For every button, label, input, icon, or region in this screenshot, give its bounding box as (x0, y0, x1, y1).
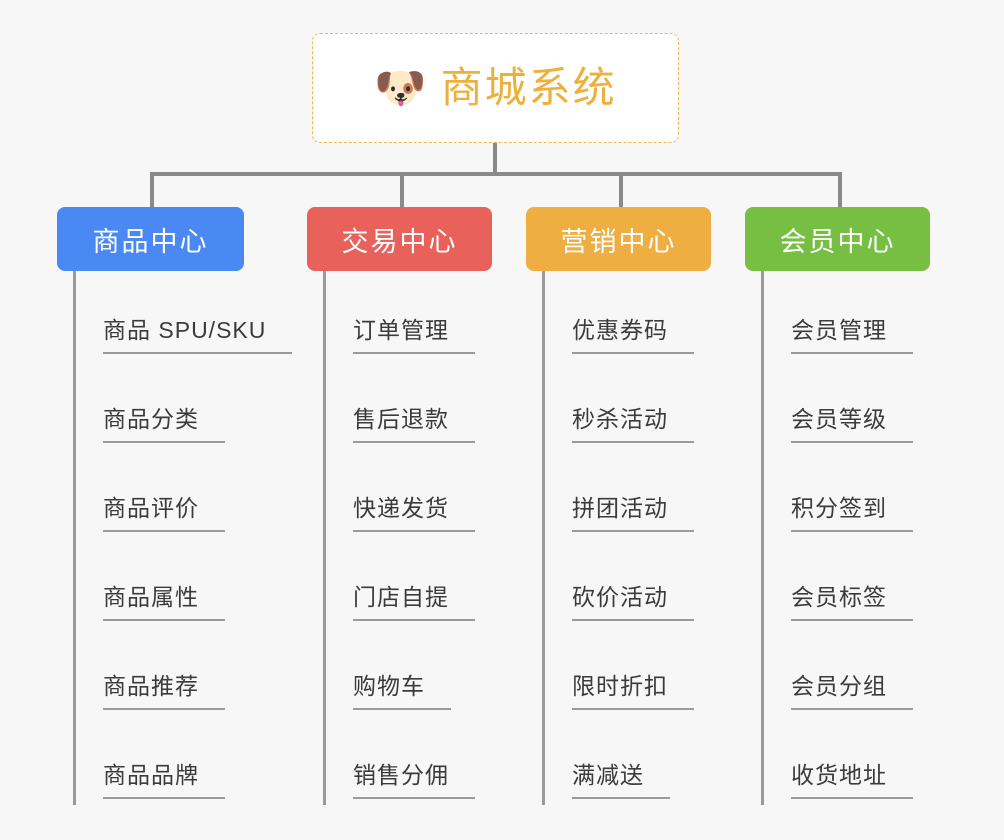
leaf-item[interactable]: 砍价活动 (542, 538, 711, 627)
branch-stem-1 (150, 172, 154, 207)
leaf-item[interactable]: 购物车 (323, 627, 492, 716)
leaf-item[interactable]: 商品 SPU/SKU (73, 271, 293, 360)
category-label: 交易中心 (341, 226, 458, 257)
leaf-list-2: 订单管理售后退款快递发货门店自提购物车销售分佣 (323, 271, 492, 805)
category-label: 营销中心 (560, 226, 677, 257)
leaf-label: 购物车 (353, 667, 451, 710)
root-title: 商城系统 (440, 64, 617, 111)
leaf-label: 快递发货 (353, 489, 475, 532)
leaf-label: 商品属性 (103, 578, 225, 621)
leaf-label: 销售分佣 (353, 756, 475, 799)
trunk-horizontal-connector (150, 172, 840, 176)
leaf-item[interactable]: 快递发货 (323, 449, 492, 538)
leaf-item[interactable]: 门店自提 (323, 538, 492, 627)
leaf-item[interactable]: 会员管理 (761, 271, 930, 360)
leaf-spine-connector (542, 271, 545, 805)
leaf-item[interactable]: 限时折扣 (542, 627, 711, 716)
leaf-label: 订单管理 (353, 311, 475, 354)
leaf-item[interactable]: 秒杀活动 (542, 360, 711, 449)
leaf-label: 商品评价 (103, 489, 225, 532)
leaf-item[interactable]: 满减送 (542, 716, 711, 805)
leaf-label: 会员管理 (791, 311, 913, 354)
leaf-spine-connector (73, 271, 76, 805)
leaf-label: 满减送 (572, 756, 670, 799)
leaf-label: 会员分组 (791, 667, 913, 710)
leaf-label: 会员标签 (791, 578, 913, 621)
leaf-label: 限时折扣 (572, 667, 694, 710)
leaf-spine-connector (323, 271, 326, 805)
leaf-item[interactable]: 商品分类 (73, 360, 244, 449)
leaf-label: 砍价活动 (572, 578, 694, 621)
leaf-label: 拼团活动 (572, 489, 694, 532)
leaf-label: 门店自提 (353, 578, 475, 621)
category-box-3[interactable]: 营销中心 (526, 207, 711, 271)
branch-column-1: 商品中心商品 SPU/SKU 商品分类商品评价商品属性商品推荐商品品牌 (57, 207, 293, 805)
leaf-item[interactable]: 售后退款 (323, 360, 492, 449)
branch-column-4: 会员中心会员管理会员等级积分签到会员标签会员分组收货地址 (745, 207, 930, 805)
leaf-label: 商品 SPU/SKU (103, 311, 293, 354)
category-label: 会员中心 (779, 226, 896, 257)
leaf-label: 积分签到 (791, 489, 913, 532)
branch-stem-2 (400, 172, 404, 207)
leaf-label: 会员等级 (791, 400, 913, 443)
branch-column-3: 营销中心优惠券码秒杀活动拼团活动砍价活动限时折扣满减送 (526, 207, 711, 805)
trunk-vertical-connector (493, 143, 497, 175)
leaf-label: 售后退款 (353, 400, 475, 443)
leaf-item[interactable]: 会员标签 (761, 538, 930, 627)
leaf-item[interactable]: 优惠券码 (542, 271, 711, 360)
category-box-4[interactable]: 会员中心 (745, 207, 930, 271)
category-label: 商品中心 (92, 226, 209, 257)
branch-stem-4 (838, 172, 842, 207)
leaf-spine-connector (761, 271, 764, 805)
leaf-list-1: 商品 SPU/SKU 商品分类商品评价商品属性商品推荐商品品牌 (73, 271, 293, 805)
leaf-item[interactable]: 积分签到 (761, 449, 930, 538)
leaf-item[interactable]: 会员等级 (761, 360, 930, 449)
leaf-label: 秒杀活动 (572, 400, 694, 443)
leaf-label: 商品品牌 (103, 756, 225, 799)
leaf-label: 商品分类 (103, 400, 225, 443)
leaf-item[interactable]: 会员分组 (761, 627, 930, 716)
leaf-item[interactable]: 商品属性 (73, 538, 244, 627)
leaf-label: 收货地址 (791, 756, 913, 799)
category-box-1[interactable]: 商品中心 (57, 207, 244, 271)
leaf-item[interactable]: 商品品牌 (73, 716, 244, 805)
root-node[interactable]: 🐶 商城系统 (312, 33, 679, 143)
leaf-list-3: 优惠券码秒杀活动拼团活动砍价活动限时折扣满减送 (542, 271, 711, 805)
category-box-2[interactable]: 交易中心 (307, 207, 492, 271)
leaf-item[interactable]: 商品推荐 (73, 627, 244, 716)
leaf-item[interactable]: 订单管理 (323, 271, 492, 360)
leaf-item[interactable]: 拼团活动 (542, 449, 711, 538)
leaf-item[interactable]: 商品评价 (73, 449, 244, 538)
shiba-dog-face-icon: 🐶 (374, 64, 427, 111)
branch-column-2: 交易中心订单管理售后退款快递发货门店自提购物车销售分佣 (307, 207, 492, 805)
leaf-label: 商品推荐 (103, 667, 225, 710)
leaf-item[interactable]: 收货地址 (761, 716, 930, 805)
branch-stem-3 (619, 172, 623, 207)
leaf-list-4: 会员管理会员等级积分签到会员标签会员分组收货地址 (761, 271, 930, 805)
leaf-label: 优惠券码 (572, 311, 694, 354)
leaf-item[interactable]: 销售分佣 (323, 716, 492, 805)
